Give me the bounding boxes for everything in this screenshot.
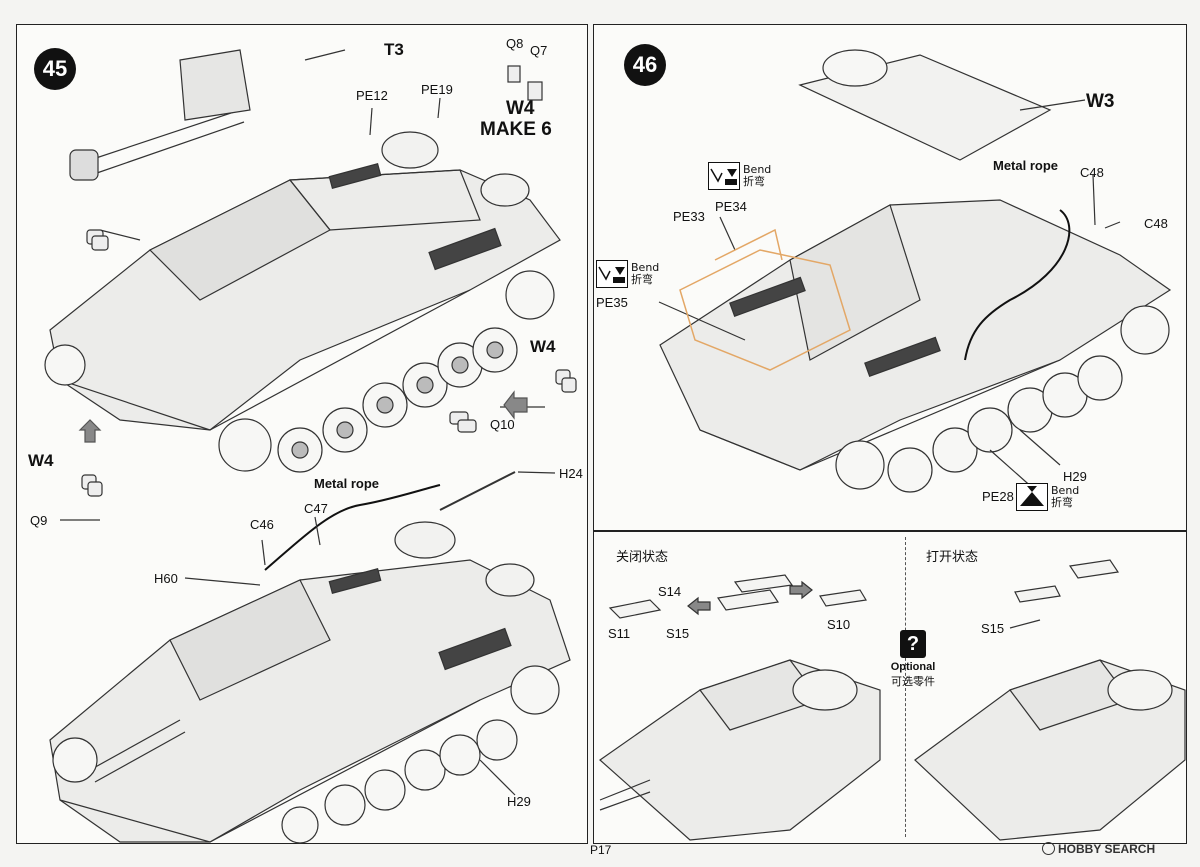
part-label-pe33: PE33 (673, 209, 705, 224)
part-label-pe28: PE28 (982, 489, 1014, 504)
open-state-heading: 打开状态 (926, 550, 979, 565)
optional-parts-badge: ? Optional 可选零件 (882, 630, 944, 689)
part-label-h29-step45: H29 (507, 794, 531, 809)
part-label-h24: H24 (559, 466, 583, 481)
bend-label-en: Bend (631, 261, 660, 274)
part-label-s15-closed: S15 (666, 626, 690, 641)
part-label-c48-right: C48 (1144, 216, 1168, 231)
part-label-s15-open: S15 (981, 621, 1005, 636)
part-label-w3: W3 (1086, 91, 1115, 112)
watermark-text: HOBBY SEARCH (1058, 842, 1156, 856)
open-state-illustration (914, 559, 1186, 841)
part-label-q7: Q7 (530, 43, 548, 58)
part-label-w4-left: W4 (28, 451, 54, 470)
bend-icon (1016, 483, 1048, 511)
step-number-46: 46 (624, 44, 666, 86)
part-label-s14: S14 (658, 584, 682, 599)
part-label-c47: C47 (304, 501, 328, 516)
part-label-pe19: PE19 (421, 82, 453, 97)
tank-step46-illustration (658, 49, 1172, 493)
closed-state-illustration (599, 574, 881, 841)
part-label-w4-make6-top: W4 (506, 98, 535, 119)
tank-lower-illustration (49, 471, 571, 844)
make-six-instruction: MAKE 6 (480, 119, 552, 140)
optional-label-en: Optional (890, 661, 936, 673)
part-label-pe34: PE34 (715, 199, 747, 214)
state-divider (905, 537, 906, 837)
optional-label-cn: 可选零件 (891, 675, 935, 688)
part-label-t3: T3 (384, 40, 404, 59)
part-label-w4-right: W4 (530, 337, 556, 356)
part-label-s10: S10 (827, 617, 851, 632)
bend-label-en: Bend (1051, 484, 1080, 497)
bend-label-cn: 折弯 (1051, 496, 1073, 509)
part-label-q8: Q8 (506, 36, 524, 51)
watermark: HOBBY SEARCH (1042, 842, 1155, 856)
metal-rope-label-step46: Metal rope (993, 158, 1059, 173)
part-label-c48-top: C48 (1080, 165, 1104, 180)
metal-rope-label-step45: Metal rope (314, 476, 380, 491)
part-label-q10: Q10 (490, 417, 515, 432)
part-label-c46: C46 (250, 517, 274, 532)
watermark-logo-icon (1042, 842, 1055, 855)
bend-icon (596, 260, 628, 288)
part-label-s11: S11 (608, 626, 631, 641)
step-number-45: 45 (34, 48, 76, 90)
part-label-h60: H60 (154, 571, 178, 586)
bend-label-cn: 折弯 (743, 175, 765, 188)
part-label-q9: Q9 (30, 513, 48, 528)
bend-icon (708, 162, 740, 190)
closed-state-heading: 关闭状态 (616, 550, 669, 565)
bend-label-cn: 折弯 (631, 273, 653, 286)
part-label-pe12: PE12 (356, 88, 388, 103)
part-label-pe35: PE35 (596, 295, 628, 310)
bend-label-en: Bend (743, 163, 772, 176)
question-mark-icon: ? (900, 630, 926, 658)
page-number: P17 (590, 843, 612, 857)
part-label-h29-step46: H29 (1063, 469, 1087, 484)
tank-upper-illustration (44, 49, 561, 521)
